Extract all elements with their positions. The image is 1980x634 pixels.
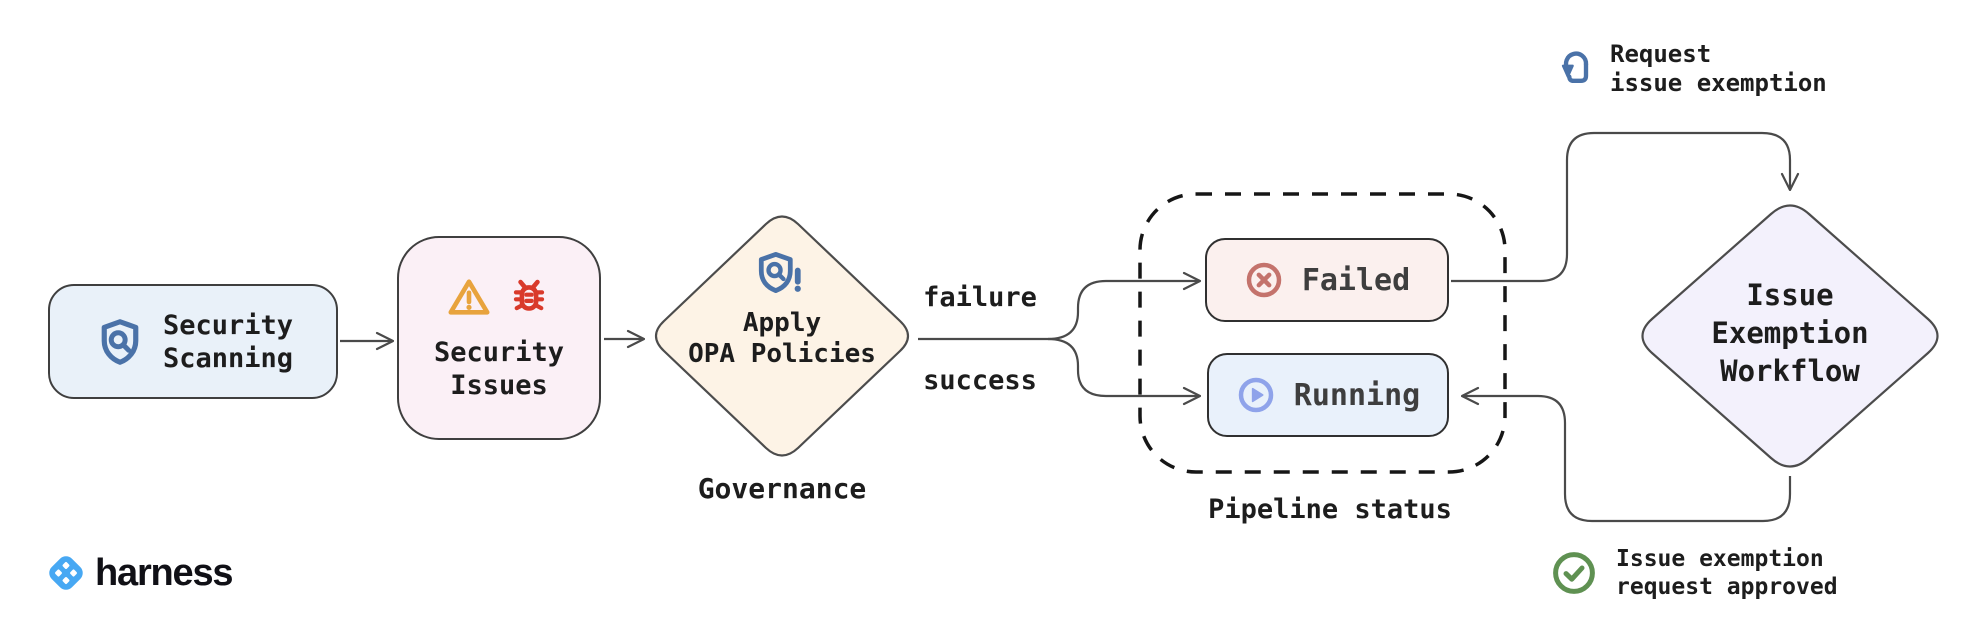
success-edge-label: success <box>923 365 1037 396</box>
request-line1: Request <box>1610 40 1712 68</box>
harness-diamond-icon <box>49 556 83 590</box>
security-scanning-line1: Security <box>162 309 294 341</box>
approved-line1: Issue exemption <box>1616 546 1824 572</box>
edge-failed-to-workflow <box>1451 131 1790 283</box>
edge-success-branch <box>1047 337 1200 396</box>
security-issues-icons <box>446 274 552 320</box>
request-exemption-annotation: Request issue exemption <box>1610 40 1827 98</box>
circle-play-icon <box>1238 377 1274 413</box>
failed-label: Failed <box>1301 262 1411 298</box>
tap-click-icon <box>1561 51 1589 83</box>
harness-logo: harness <box>44 551 234 595</box>
harness-logo-text: harness <box>95 551 234 594</box>
security-issues-line1: Security <box>433 337 565 368</box>
security-issues-line2: Issues <box>450 370 548 401</box>
security-issues-label: Security Issues <box>434 336 564 402</box>
security-scanning-line2: Scanning <box>162 342 294 374</box>
issue-exemption-diamond <box>1641 204 1939 468</box>
failure-edge-label: failure <box>923 282 1037 313</box>
edge-workflow-to-running <box>1462 396 1792 523</box>
pipeline-status-caption: Pipeline status <box>1208 494 1452 525</box>
approved-annotation: Issue exemption request approved <box>1616 545 1838 601</box>
governance-caption: Governance <box>697 472 867 505</box>
bug-icon <box>513 279 545 311</box>
running-status-node: Running <box>1207 353 1449 437</box>
warning-triangle-icon <box>448 279 490 315</box>
running-label: Running <box>1293 377 1421 413</box>
security-issues-node: Security Issues <box>397 236 601 440</box>
request-line2: issue exemption <box>1610 69 1827 97</box>
circle-x-icon <box>1246 262 1282 298</box>
security-scanning-node: Security Scanning <box>48 284 338 399</box>
shield-search-icon <box>101 318 139 365</box>
apply-opa-diamond <box>654 215 910 457</box>
pipeline-status-container <box>1138 192 1507 474</box>
failed-status-node: Failed <box>1205 238 1449 322</box>
circle-check-icon <box>1553 552 1595 594</box>
approved-line2: request approved <box>1616 574 1838 600</box>
security-scanning-label: Security Scanning <box>163 309 293 375</box>
edge-failure-branch <box>1047 281 1200 341</box>
